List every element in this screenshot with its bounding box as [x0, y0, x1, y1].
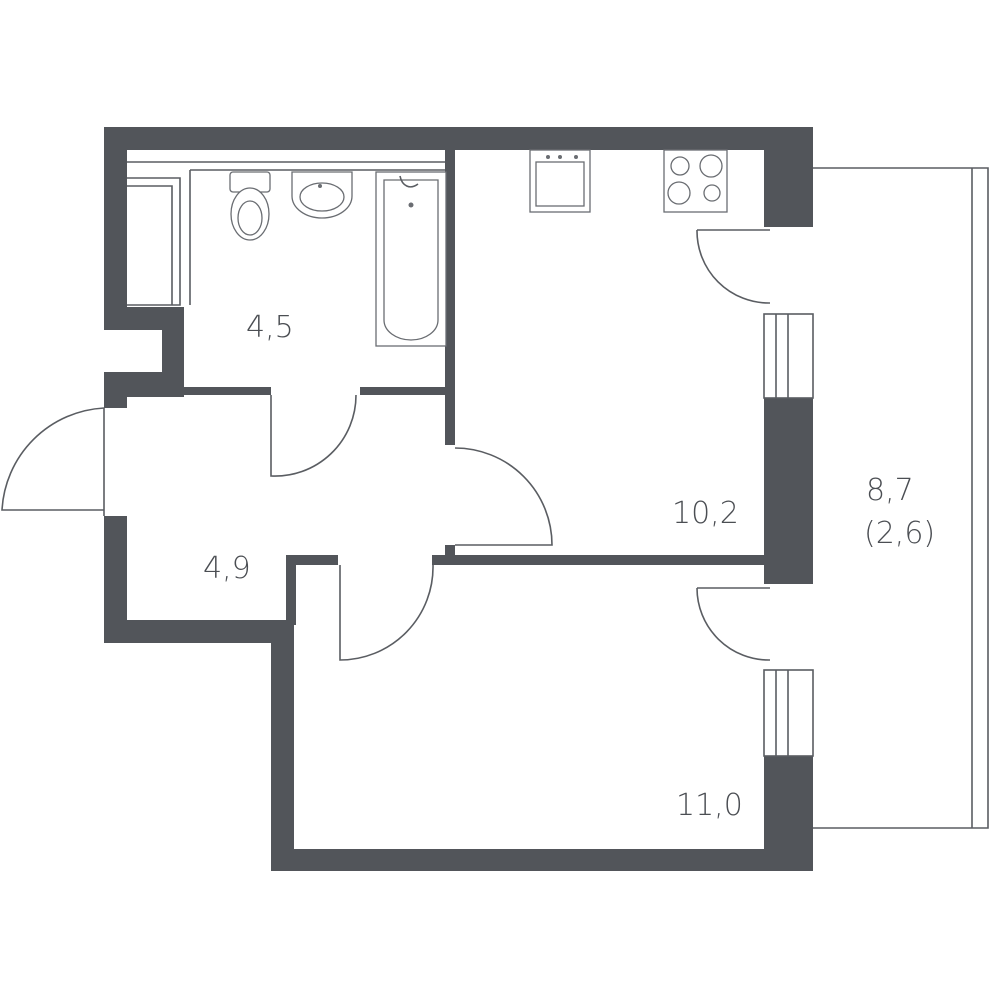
sink-icon	[291, 171, 353, 219]
balcony-reduced-area: (2,6)	[864, 516, 935, 551]
bedroom-door	[339, 564, 434, 661]
hallway-area: 4,9	[203, 551, 251, 586]
bathroom-door	[270, 394, 357, 477]
kitchen-window	[763, 313, 814, 399]
bedroom-window	[763, 669, 814, 757]
kitchen-area: 10,2	[672, 496, 739, 531]
balcony-area: 8,7	[866, 473, 914, 508]
entrance-door	[1, 407, 105, 516]
kitchen-door	[454, 447, 553, 546]
toilet-icon	[229, 171, 271, 241]
balcony	[813, 167, 989, 829]
kitchen-sink-icon	[529, 149, 591, 213]
balcony-door-bedroom	[696, 587, 771, 661]
closet	[127, 161, 445, 306]
bathtub-icon	[375, 171, 447, 347]
stove-icon	[663, 149, 728, 213]
walls	[104, 127, 813, 871]
balcony-door-kitchen	[696, 229, 771, 304]
bedroom-area: 11,0	[676, 788, 743, 823]
bathroom-area: 4,5	[246, 310, 294, 345]
